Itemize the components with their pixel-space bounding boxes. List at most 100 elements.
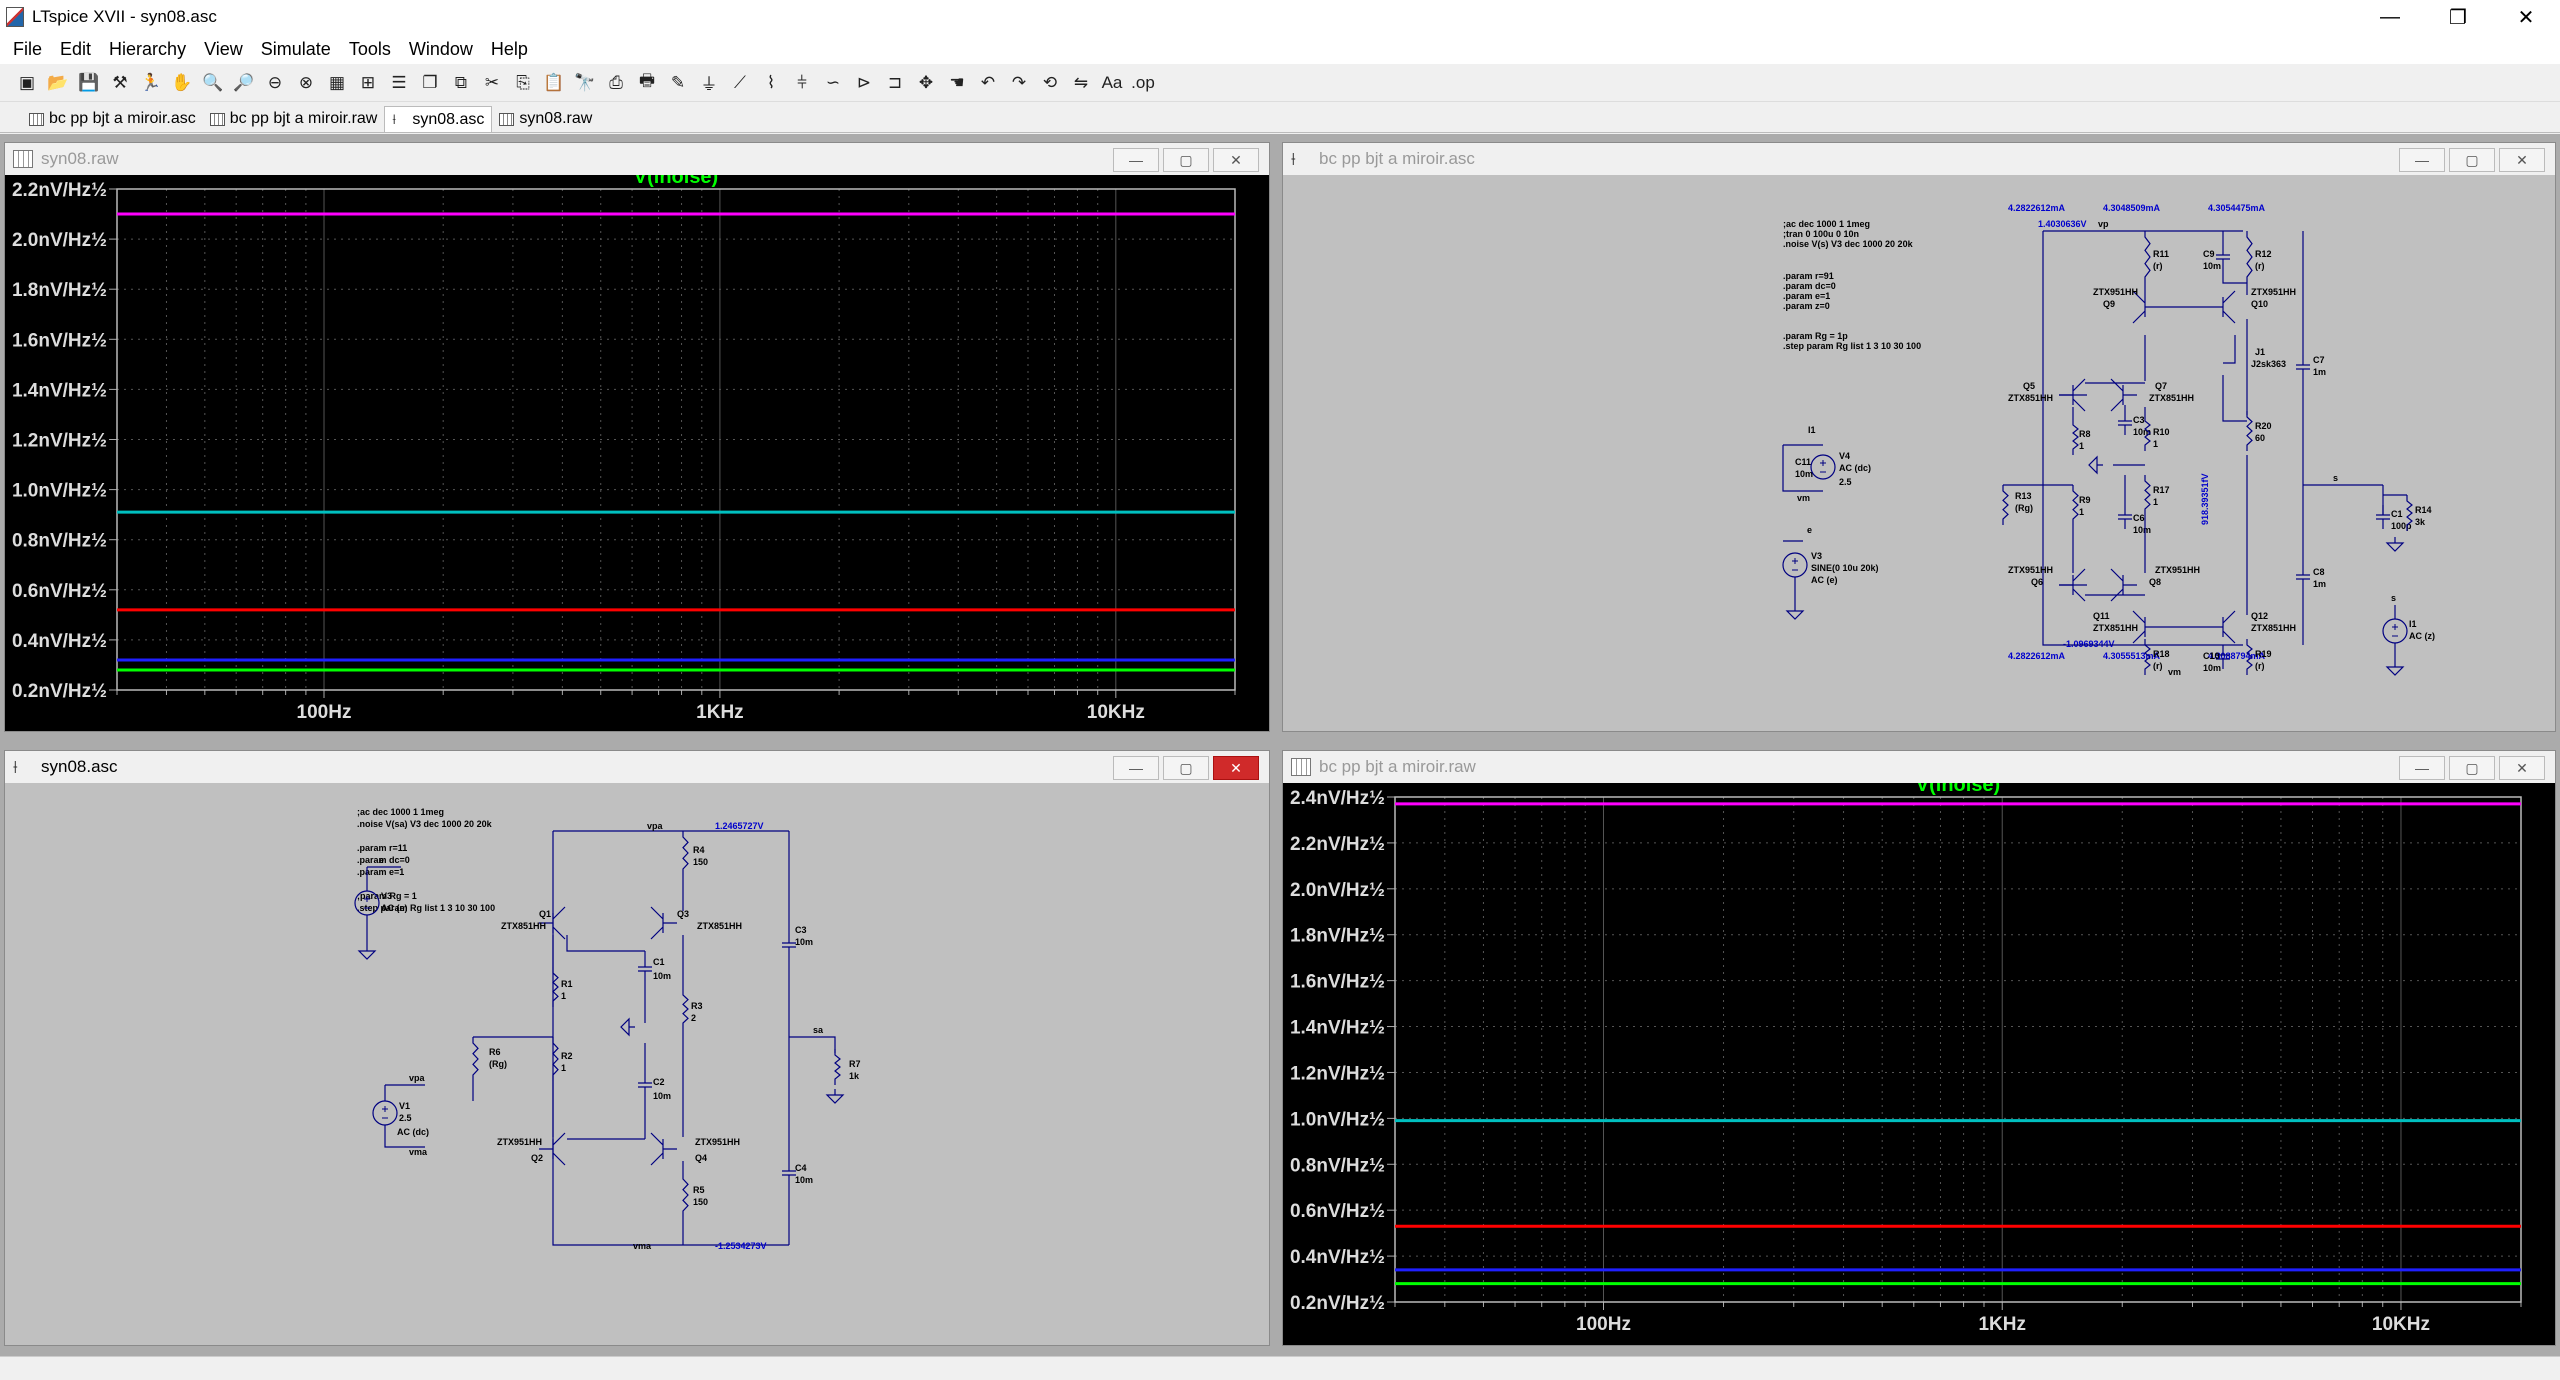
minimize-button[interactable]: — (2399, 148, 2445, 172)
component-label: Q6 (2031, 577, 2043, 587)
close-button[interactable]: ✕ (2499, 148, 2545, 172)
schematic-svg[interactable]: ;ac dec 1000 1 1meg;tran 0 100u 0 10n.no… (1283, 175, 2555, 731)
print-setup-icon[interactable]: ⎙ (609, 72, 623, 92)
rotate-icon[interactable]: ⟲ (1042, 72, 1058, 92)
component-icon[interactable]: ⊐ (887, 72, 903, 92)
find-icon[interactable]: 🔭 (574, 72, 596, 92)
zoom-in-icon[interactable]: 🔍 (202, 72, 224, 92)
component-label: vma (409, 1147, 428, 1157)
control-panel-icon[interactable]: ⚒ (112, 72, 128, 92)
minimize-button[interactable]: — (1113, 148, 1159, 172)
component-label: Q7 (2155, 381, 2167, 391)
schematic-canvas[interactable]: ;ac dec 1000 1 1meg;tran 0 100u 0 10n.no… (1283, 175, 2555, 731)
ground-icon[interactable]: ⏚ (700, 75, 718, 94)
minimize-button[interactable]: — (1113, 756, 1159, 780)
component-label: C9 (2203, 249, 2215, 259)
tab-bc-pp-bjt-raw[interactable]: bc pp bjt a miroir.raw (203, 106, 385, 132)
op-point-label: 4.2822612mA (2008, 651, 2066, 661)
menu-tools[interactable]: Tools (348, 38, 391, 59)
tab-syn08-asc[interactable]: ⟊syn08.asc (384, 106, 493, 132)
component-label: Q4 (695, 1153, 707, 1163)
maximize-button[interactable]: ▢ (1163, 148, 1209, 172)
text-icon[interactable]: Aa (1101, 72, 1123, 92)
cascade-icon[interactable]: ❐ (422, 72, 438, 92)
save-icon[interactable]: 💾 (78, 72, 100, 92)
transistor (650, 906, 677, 940)
diode-icon[interactable]: ⊳ (856, 72, 872, 92)
component-label: R19 (2255, 649, 2272, 659)
schematic-canvas[interactable]: ;ac dec 1000 1 1meg.noise V(sa) V3 dec 1… (5, 783, 1269, 1345)
menu-window[interactable]: Window (408, 38, 473, 59)
y-tick-label: 0.6nV/Hz½ (1290, 1201, 1385, 1222)
print-icon[interactable]: 🖶 (638, 71, 656, 90)
grid-icon[interactable]: ⊞ (360, 72, 376, 92)
schematic-window-bc-pp-bjt[interactable]: ⟊ bc pp bjt a miroir.asc — ▢ ✕ ;ac dec 1… (1282, 142, 2556, 732)
capacitor-icon[interactable]: ⫩ (797, 72, 807, 92)
menu-file[interactable]: File (13, 38, 43, 59)
resistor (2144, 415, 2151, 451)
schematic-svg[interactable]: ;ac dec 1000 1 1meg.noise V(sa) V3 dec 1… (5, 783, 1269, 1345)
run-icon[interactable]: 🏃 (140, 72, 162, 92)
waveform-icon (29, 112, 44, 126)
menu-help[interactable]: Help (490, 38, 528, 59)
noise-plot-svg[interactable]: 0.2nV/Hz½0.4nV/Hz½0.6nV/Hz½0.8nV/Hz½1.0n… (1283, 783, 2555, 1345)
maximize-button[interactable]: ▢ (2449, 756, 2495, 780)
mirror-icon[interactable]: ⇋ (1073, 72, 1089, 92)
paste-icon[interactable]: 📋 (543, 72, 565, 92)
resistor-icon[interactable]: ⌇ (766, 72, 776, 92)
tab-syn08-raw[interactable]: syn08.raw (492, 106, 599, 132)
zoom-out-icon[interactable]: ⊖ (267, 72, 283, 92)
tile-horizontal-icon[interactable]: ☰ (391, 72, 407, 92)
halt-icon[interactable]: ✋ (171, 72, 193, 92)
component-label: Q5 (2023, 381, 2035, 391)
maximize-button[interactable]: ▢ (2449, 148, 2495, 172)
transistor (2209, 610, 2236, 644)
zoom-fit-icon[interactable]: ⊗ (298, 72, 314, 92)
window-caption[interactable]: ⟊ bc pp bjt a miroir.asc — ▢ ✕ (1283, 143, 2555, 175)
minimize-button[interactable]: — (2380, 5, 2400, 28)
close-button[interactable]: ✕ (1213, 756, 1259, 780)
component-label: R12 (2255, 249, 2272, 259)
move-icon[interactable]: ✥ (918, 72, 934, 92)
y-tick-label: 1.8nV/Hz½ (1290, 926, 1385, 947)
copy-icon[interactable]: ⎘ (516, 72, 530, 92)
wire (384, 1125, 425, 1148)
source-polarity (2392, 624, 2398, 637)
spice-directive-icon[interactable]: .op (1131, 72, 1155, 92)
restore-button[interactable]: ❐ (2449, 6, 2467, 29)
window-caption[interactable]: bc pp bjt a miroir.raw — ▢ ✕ (1283, 751, 2555, 783)
noise-plot-svg[interactable]: 0.2nV/Hz½0.4nV/Hz½0.6nV/Hz½0.8nV/Hz½1.0n… (5, 175, 1269, 731)
schematic-window-syn08[interactable]: ⟊ syn08.asc — ▢ ✕ ;ac dec 1000 1 1meg.no… (4, 750, 1270, 1346)
open-icon[interactable]: 📂 (47, 72, 69, 92)
window-caption[interactable]: ⟊ syn08.asc — ▢ ✕ (5, 751, 1269, 783)
tab-bc-pp-bjt-asc[interactable]: bc pp bjt a miroir.asc (22, 106, 203, 132)
minimize-button[interactable]: — (2399, 756, 2445, 780)
draw-wire-icon[interactable]: ✎ (670, 72, 686, 92)
close-button[interactable]: ✕ (2499, 756, 2545, 780)
undo-icon[interactable]: ↶ (980, 72, 996, 92)
pan-icon[interactable]: 🔎 (233, 72, 255, 92)
close-button[interactable]: ✕ (1213, 148, 1259, 172)
transistor (650, 1132, 677, 1166)
menu-simulate[interactable]: Simulate (260, 38, 331, 59)
drag-icon[interactable]: ☚ (949, 72, 965, 92)
wire (789, 1036, 836, 1053)
autorange-icon[interactable]: ▦ (328, 72, 346, 92)
close-button[interactable]: ✕ (2517, 6, 2535, 29)
new-schematic-icon[interactable]: ▣ (18, 72, 36, 92)
menu-edit[interactable]: Edit (60, 38, 92, 59)
window-caption[interactable]: syn08.raw — ▢ ✕ (5, 143, 1269, 175)
maximize-button[interactable]: ▢ (1163, 756, 1209, 780)
y-tick-label: 1.2nV/Hz½ (1290, 1063, 1385, 1084)
redo-icon[interactable]: ↷ (1011, 72, 1027, 92)
menu-view[interactable]: View (204, 38, 243, 59)
inductor-icon[interactable]: ∽ (825, 72, 841, 92)
label-net-icon[interactable]: ⟋ (734, 72, 746, 92)
cut-icon[interactable]: ✂ (484, 72, 500, 92)
tile-vertical-icon[interactable]: ⧉ (454, 72, 468, 92)
menu-hierarchy[interactable]: Hierarchy (109, 38, 187, 59)
